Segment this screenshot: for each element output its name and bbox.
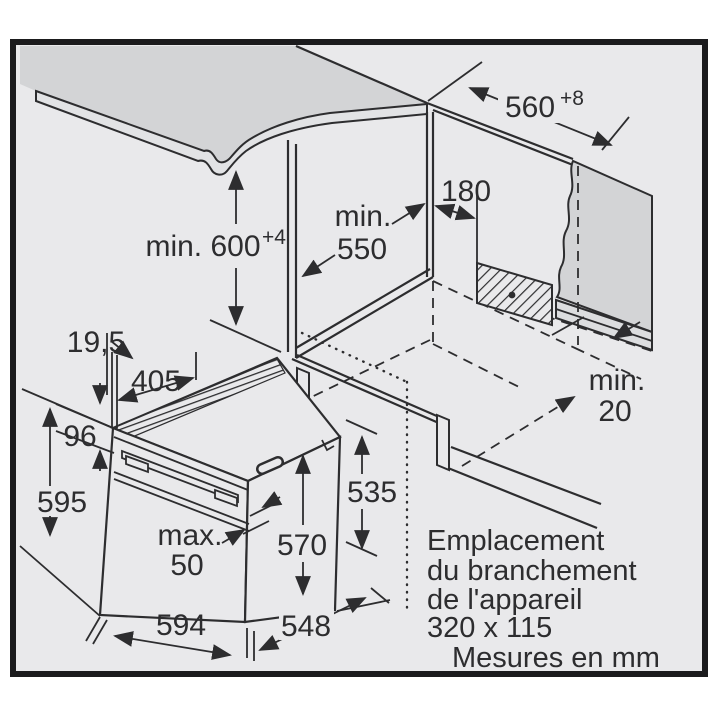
- worktop-back-edge: [295, 44, 428, 105]
- label-max-value: 50: [170, 549, 203, 582]
- note-line-1: Emplacement: [427, 525, 604, 557]
- label-min-550-value: 550: [337, 233, 387, 266]
- units-note: Mesures en mm: [452, 642, 660, 674]
- dim-20-arrow-b: [461, 395, 576, 467]
- cabinet-front-left-edge: [286, 140, 298, 358]
- note-line-3: de l'appareil: [427, 584, 582, 616]
- cabinet-opening-right-edge: [425, 112, 435, 277]
- label-180: 180: [441, 175, 491, 208]
- connection-dotted-route: [300, 331, 409, 614]
- label-max-word: max.: [157, 519, 222, 552]
- dim-50-arrow-b: [261, 491, 283, 509]
- note-line-2: du branchement: [427, 555, 637, 587]
- label-19-5: 19,5: [67, 326, 125, 359]
- oven-back-corner-notch: [321, 439, 335, 452]
- wall-plinth-line: [555, 308, 653, 342]
- label-548: 548: [281, 610, 331, 643]
- dim-560-witness-left: [427, 61, 483, 102]
- label-560-bg: [498, 90, 590, 123]
- dim-195-leader: [110, 340, 134, 360]
- label-535-bg: [344, 476, 400, 506]
- dim-50-leader: [221, 528, 246, 546]
- dim-405-line: [117, 375, 195, 403]
- cabinet-base-edge: [291, 353, 447, 426]
- label-min-20-value: 20: [598, 395, 631, 428]
- wall-panel: [555, 159, 653, 334]
- dim-594-witness: [85, 616, 255, 661]
- floor-line-2: [447, 466, 598, 530]
- oven-handle-bracket-right: [214, 488, 238, 508]
- cabinet-opening-bottom-edge: [295, 268, 434, 359]
- dim-550-arrow-downleft: [301, 254, 336, 278]
- label-min-550-word: min.: [335, 200, 392, 233]
- oven-side-grip-slot-inner: [258, 458, 282, 473]
- oven-door-gap-lines: [113, 471, 250, 532]
- connection-point-dot: [508, 291, 516, 299]
- dim-195-ticks: [106, 333, 197, 428]
- label-min-20-word: min.: [589, 364, 646, 397]
- connection-area: [300, 261, 553, 614]
- label-min-600-sup: +4: [262, 226, 286, 249]
- label-548-bg: [279, 609, 334, 640]
- label-535: 535: [347, 476, 397, 509]
- oven: [98, 356, 342, 624]
- dim-600-witness: [209, 319, 282, 353]
- label-570: 570: [277, 529, 327, 562]
- label-594: 594: [156, 609, 206, 642]
- dim-595-witness: [19, 388, 114, 617]
- dim-594-line: [113, 631, 232, 660]
- cabinet-foot-right: [436, 413, 450, 472]
- label-560: 560: [505, 91, 555, 124]
- oven-handle-bracket-left: [125, 454, 149, 474]
- label-595-bg: [34, 486, 92, 516]
- cabinet-niche: [286, 112, 642, 530]
- label-405: 405: [131, 365, 181, 398]
- oven-trim-line: [113, 436, 249, 491]
- label-96: 96: [63, 420, 96, 453]
- dimension-lines: [19, 61, 641, 661]
- worktop-top-surface: [20, 46, 427, 163]
- dim-550-arrow-upright: [391, 202, 426, 225]
- oven-handle-bar: [121, 449, 239, 504]
- dimension-labels: min. 600 +4 560 +8 min. 550 180 min. 20 …: [34, 87, 645, 643]
- label-560-sup: +8: [560, 87, 584, 110]
- label-595: 595: [37, 486, 87, 519]
- dim-20-witness: [551, 316, 585, 336]
- label-min-600: min. 600: [145, 230, 260, 263]
- dim-20-arrow-a: [612, 321, 641, 340]
- annotation-block: Emplacement du branchement de l'appareil…: [427, 525, 660, 674]
- wall-hidden-edges: [544, 166, 659, 354]
- dim-180-line: [434, 203, 476, 221]
- floor-line-1: [450, 445, 602, 506]
- note-line-4: 320 x 115: [427, 612, 552, 644]
